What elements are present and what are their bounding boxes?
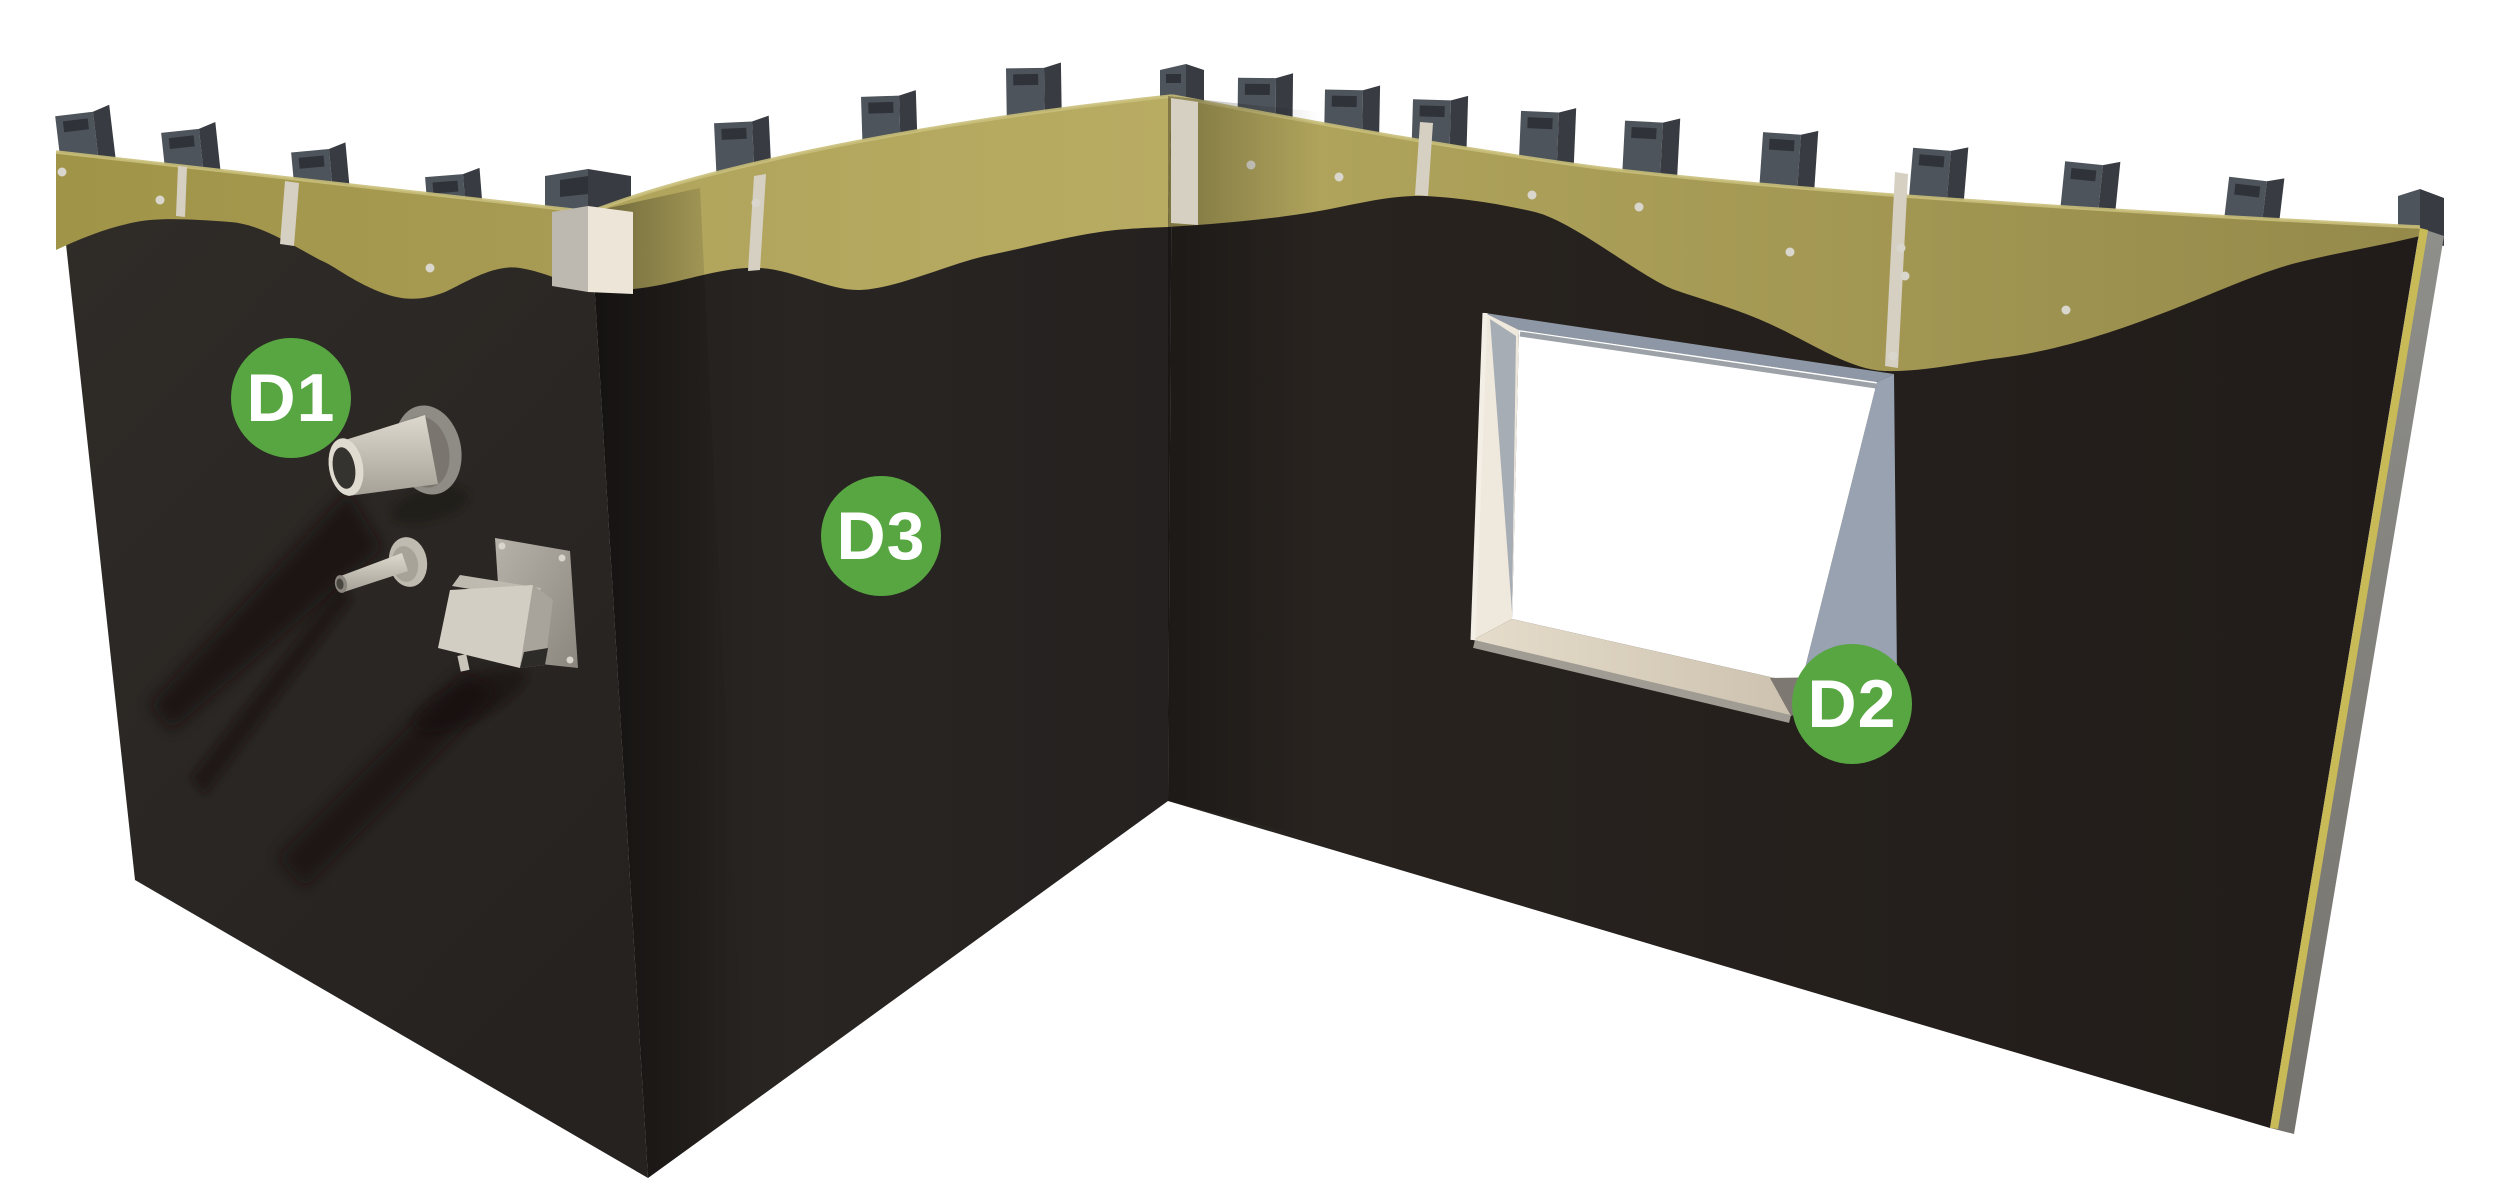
badge-circle[interactable] [231, 338, 351, 458]
pipe-shadow [150, 492, 382, 730]
hood-contact-shadow [413, 668, 527, 732]
middle-wall-panel [589, 94, 1173, 1178]
vent-hood-left-flap [438, 585, 533, 668]
middle-wall-membrane [590, 96, 1172, 1178]
fastener-screw [1888, 351, 1898, 361]
sheathing-joint-strip [176, 166, 187, 217]
left-wall-sheathing [56, 152, 590, 299]
window-rough-opening [1470, 312, 1897, 723]
badge-circle[interactable] [821, 476, 941, 596]
detail-badge-d3[interactable]: D3 [821, 476, 941, 596]
fastener-screw [751, 198, 761, 208]
sheathing-end-edge [2270, 228, 2428, 1129]
sheathing-joint-strip [1885, 172, 1908, 368]
badge-circle[interactable] [1792, 644, 1912, 764]
detail-badge-d2[interactable]: D2 [1792, 644, 1912, 764]
badge-label: D2 [1808, 666, 1897, 742]
window-head-frame [1485, 313, 1894, 382]
fastener-screw [2061, 305, 2071, 315]
fastener-screw [57, 167, 67, 177]
badge-label: D3 [837, 498, 926, 574]
vent-pipe-penetration [328, 405, 462, 496]
flange-shadow [391, 486, 469, 524]
corner-shadow [590, 188, 745, 1178]
detail-badge-d1[interactable]: D1 [231, 338, 351, 458]
fastener-screw [1334, 172, 1344, 182]
fastener-screw [1634, 202, 1644, 212]
left-jamb-shadow [1490, 319, 1516, 612]
conduit-penetration [334, 537, 428, 593]
fastener-screw [155, 195, 165, 205]
vent-hood-right-flap [520, 585, 553, 668]
fastener-screw [1785, 247, 1795, 257]
fastener-screw [1896, 243, 1906, 253]
right-wall-sheathing [1168, 96, 2420, 372]
inside-corner-trim [1171, 98, 1198, 225]
left-wall-panel [55, 150, 648, 1178]
penetration-fixtures [150, 405, 578, 888]
corner-stud [1160, 64, 1204, 104]
window-glazing [1512, 330, 1877, 684]
sheathing-joint-strip [280, 181, 299, 246]
sheathing-joint-strip [1415, 122, 1433, 196]
outside-corner-trim [552, 206, 633, 294]
fastener-screw [1527, 190, 1537, 200]
window-right-jamb [1801, 374, 1897, 684]
left-wall-membrane [56, 152, 648, 1178]
sheathing-joint-strip [748, 174, 766, 271]
middle-wall-sheathing [590, 96, 1172, 292]
hooded-vent [438, 538, 578, 672]
vent-hood-opening [520, 648, 548, 668]
window-sill [1473, 619, 1801, 716]
corner-shadow [1168, 96, 1320, 840]
conduit-shadow [190, 585, 352, 795]
fastener-screw [1900, 271, 1910, 281]
fastener-screw [425, 263, 435, 273]
sill-front-edge [1473, 640, 1791, 723]
badge-label: D1 [247, 360, 336, 436]
